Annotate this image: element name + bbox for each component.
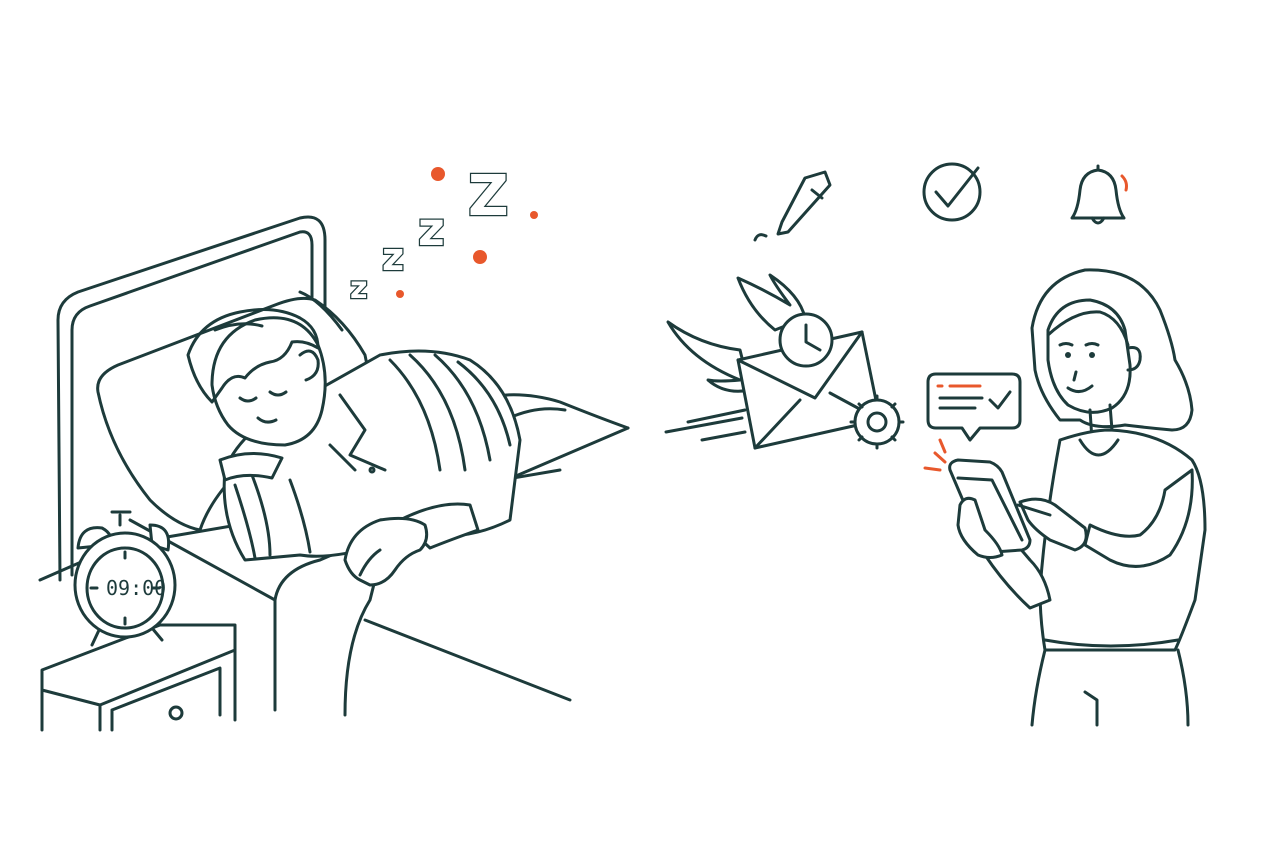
smartphone-icon [923, 438, 1088, 559]
svg-text:z: z [350, 271, 367, 306]
sleeping-man [186, 308, 522, 587]
svg-text:z: z [418, 202, 445, 256]
clock-icon [778, 312, 834, 368]
sleep-zzz: z z z Z [349, 163, 538, 307]
bell-icon [1070, 164, 1128, 225]
alarm-clock-time: 09:00 [106, 576, 166, 600]
winged-envelope-icon [664, 273, 882, 450]
gear-icon [849, 394, 905, 450]
svg-text:Z: Z [468, 164, 509, 229]
alarm-clock: 09:00 [73, 510, 177, 647]
pencil-icon [753, 170, 832, 242]
nightstand [40, 623, 237, 732]
message-bubble-icon [926, 372, 1022, 442]
check-circle-icon [922, 162, 982, 222]
svg-text:z: z [382, 235, 404, 279]
